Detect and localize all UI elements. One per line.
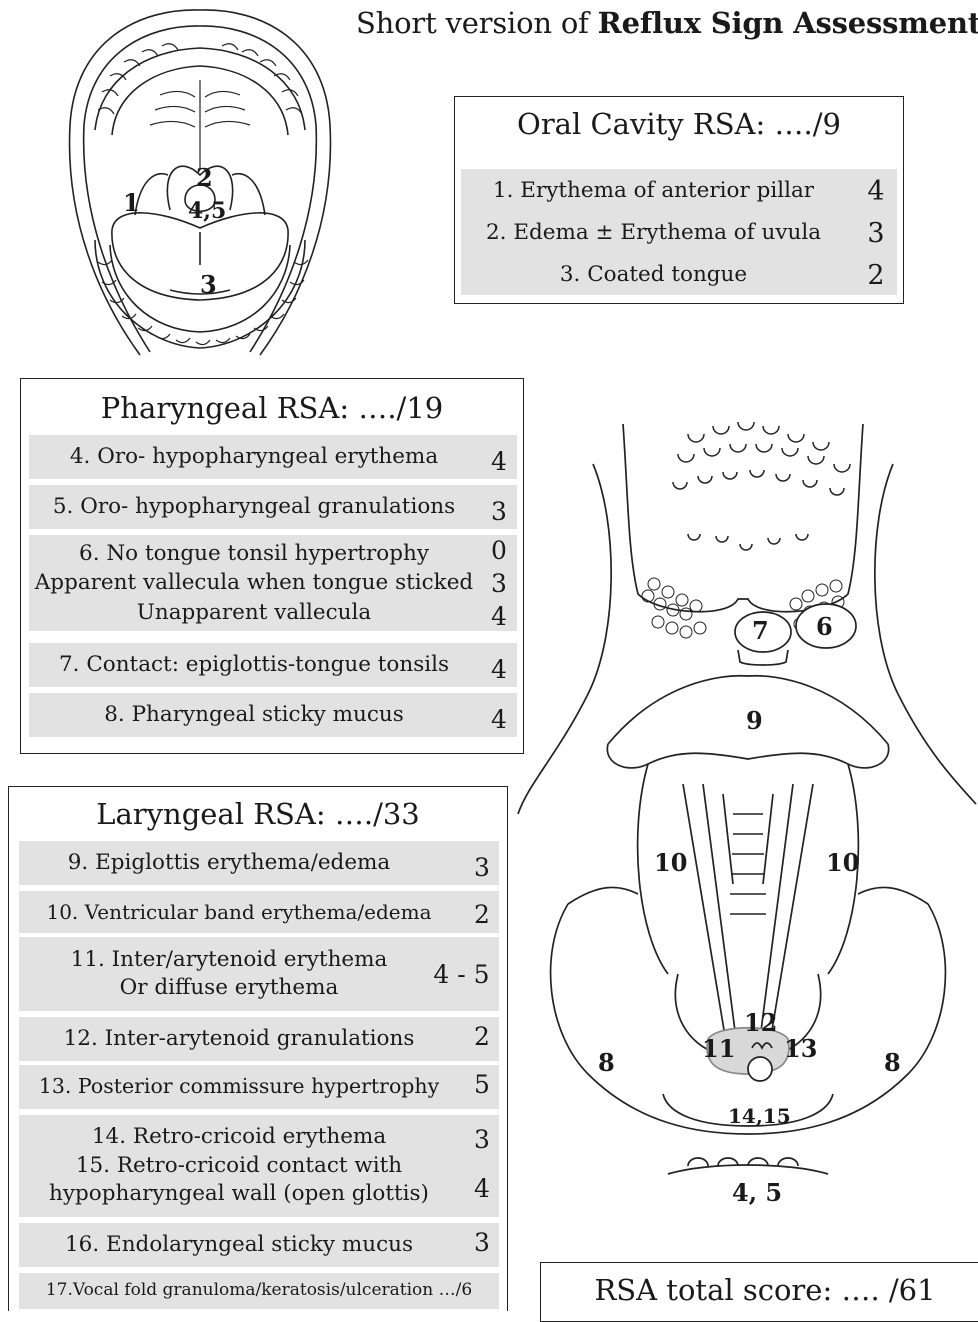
laryngeal-item-15-score: 4: [474, 1174, 490, 1203]
laryngeal-item-14-15-scores: 3 4: [467, 1115, 497, 1217]
larynx-label-8-right: 8: [884, 1048, 901, 1077]
page-title: Short version of Reflux Sign Assessment: [356, 6, 978, 40]
mouth-label-4-5: 4,5: [188, 198, 226, 224]
pharyngeal-item-5-label: 5. Oro- hypopharyngeal granulations: [29, 485, 479, 529]
oral-row-1: 1. Erythema of anterior pillar 4: [461, 171, 897, 211]
pharyngeal-item-8-label: 8. Pharyngeal sticky mucus: [29, 693, 479, 737]
pharyngeal-item-6-label: 6. No tongue tonsil hypertrophy Apparent…: [29, 535, 479, 631]
oral-row-3: 3. Coated tongue 2: [461, 255, 897, 295]
title-prefix: Short version of: [356, 6, 598, 40]
laryngeal-item-12-score: 2: [467, 1011, 497, 1061]
oral-item-1-label: 1. Erythema of anterior pillar: [461, 171, 846, 211]
pharyngeal-row-8: 8. Pharyngeal sticky mucus 4: [29, 693, 517, 737]
laryngeal-row-9: 9. Epiglottis erythema/edema 3: [19, 841, 499, 885]
mouth-label-1: 1: [123, 188, 140, 217]
larynx-label-11: 11: [702, 1034, 735, 1063]
laryngeal-box: Laryngeal RSA: …./33 9. Epiglottis eryth…: [8, 786, 508, 1311]
pharyngeal-row-5: 5. Oro- hypopharyngeal granulations 3: [29, 485, 517, 529]
larynx-label-6: 6: [816, 612, 833, 641]
pharyngeal-item-7-label: 7. Contact: epiglottis-tongue tonsils: [29, 643, 479, 687]
laryngeal-row-10: 10. Ventricular band erythema/edema 2: [19, 891, 499, 933]
laryngeal-item-9-label: 9. Epiglottis erythema/edema: [19, 841, 439, 885]
pharyngeal-row-7: 7. Contact: epiglottis-tongue tonsils 4: [29, 643, 517, 687]
pharyngeal-row-6: 6. No tongue tonsil hypertrophy Apparent…: [29, 535, 517, 631]
oral-item-2-label: 2. Edema ± Erythema of uvula: [461, 213, 846, 253]
pharyngeal-item-6-line-3: Unapparent vallecula: [137, 598, 371, 627]
larynx-label-4-5: 4, 5: [732, 1178, 782, 1207]
pharyngeal-box: Pharyngeal RSA: …./19 4. Oro- hypopharyn…: [20, 378, 524, 754]
pharyngeal-item-4-label: 4. Oro- hypopharyngeal erythema: [29, 435, 479, 479]
laryngeal-item-11-line-1: 11. Inter/arytenoid erythema: [71, 946, 388, 974]
laryngeal-item-17-label: 17.Vocal fold granuloma/keratosis/ulcera…: [19, 1273, 499, 1309]
laryngeal-row-16: 16. Endolaryngeal sticky mucus 3: [19, 1223, 499, 1267]
laryngeal-item-14-score: 3: [474, 1125, 490, 1154]
oral-item-2-score: 3: [861, 213, 891, 253]
oral-item-1-score: 4: [861, 171, 891, 211]
oral-cavity-title: Oral Cavity RSA: …./9: [455, 107, 903, 141]
laryngeal-item-16-label: 16. Endolaryngeal sticky mucus: [19, 1223, 459, 1267]
laryngeal-item-11-score: 4 - 5: [424, 937, 499, 1011]
mouth-label-2: 2: [196, 163, 213, 192]
laryngeal-item-13-score: 5: [467, 1059, 497, 1109]
laryngeal-item-11-line-2: Or diffuse erythema: [120, 974, 339, 1002]
pharyngeal-item-6-score-2: 3: [491, 567, 507, 600]
larynx-label-14-15: 14,15: [728, 1104, 791, 1128]
pharyngeal-item-6-line-1: 6. No tongue tonsil hypertrophy: [79, 539, 429, 568]
laryngeal-item-16-score: 3: [467, 1217, 497, 1267]
larynx-drawing: [508, 414, 978, 1204]
pharyngeal-row-4: 4. Oro- hypopharyngeal erythema 4: [29, 435, 517, 479]
larynx-label-10-right: 10: [826, 848, 859, 877]
pharyngeal-item-6-score-1: 0: [491, 534, 507, 567]
total-score-label: RSA total score: …. /61: [541, 1273, 978, 1307]
laryngeal-row-13: 13. Posterior commissure hypertrophy 5: [19, 1065, 499, 1109]
pharyngeal-item-6-score-3: 4: [491, 600, 507, 633]
laryngeal-row-11: 11. Inter/arytenoid erythema Or diffuse …: [19, 937, 499, 1011]
larynx-label-7: 7: [752, 616, 769, 645]
laryngeal-item-14-line: 14. Retro-cricoid erythema: [92, 1123, 386, 1151]
laryngeal-item-10-score: 2: [467, 895, 497, 933]
laryngeal-item-11-label: 11. Inter/arytenoid erythema Or diffuse …: [39, 937, 419, 1011]
laryngeal-row-17: 17.Vocal fold granuloma/keratosis/ulcera…: [19, 1273, 499, 1309]
pharyngeal-item-6-line-2: Apparent vallecula when tongue sticked: [35, 568, 473, 597]
laryngeal-item-13-label: 13. Posterior commissure hypertrophy: [19, 1065, 459, 1109]
mouth-label-3: 3: [200, 270, 217, 299]
oral-item-3-label: 3. Coated tongue: [461, 255, 846, 295]
larynx-label-8-left: 8: [598, 1048, 615, 1077]
laryngeal-item-14-15-label: 14. Retro-cricoid erythema 15. Retro-cri…: [19, 1115, 459, 1217]
laryngeal-item-9-score: 3: [467, 849, 497, 885]
laryngeal-title: Laryngeal RSA: …./33: [9, 797, 507, 831]
laryngeal-item-10-label: 10. Ventricular band erythema/edema: [19, 891, 459, 933]
larynx-label-13: 13: [784, 1034, 817, 1063]
oral-item-3-score: 2: [861, 255, 891, 295]
laryngeal-item-15-line-2: hypopharyngeal wall (open glottis): [49, 1180, 429, 1208]
total-score-box: RSA total score: …. /61: [540, 1262, 978, 1322]
larynx-label-9: 9: [746, 706, 763, 735]
title-bold: Reflux Sign Assessment: [598, 6, 978, 40]
pharyngeal-title: Pharyngeal RSA: …./19: [21, 391, 523, 425]
larynx-label-10-left: 10: [654, 848, 687, 877]
laryngeal-row-14-15: 14. Retro-cricoid erythema 15. Retro-cri…: [19, 1115, 499, 1217]
oral-cavity-box: Oral Cavity RSA: …./9 1. Erythema of ant…: [454, 96, 904, 304]
oral-row-2: 2. Edema ± Erythema of uvula 3: [461, 213, 897, 253]
laryngeal-item-12-label: 12. Inter-arytenoid granulations: [19, 1017, 459, 1061]
larynx-label-12: 12: [744, 1008, 777, 1037]
laryngeal-item-15-line-1: 15. Retro-cricoid contact with: [76, 1152, 402, 1180]
laryngeal-row-12: 12. Inter-arytenoid granulations 2: [19, 1017, 499, 1061]
